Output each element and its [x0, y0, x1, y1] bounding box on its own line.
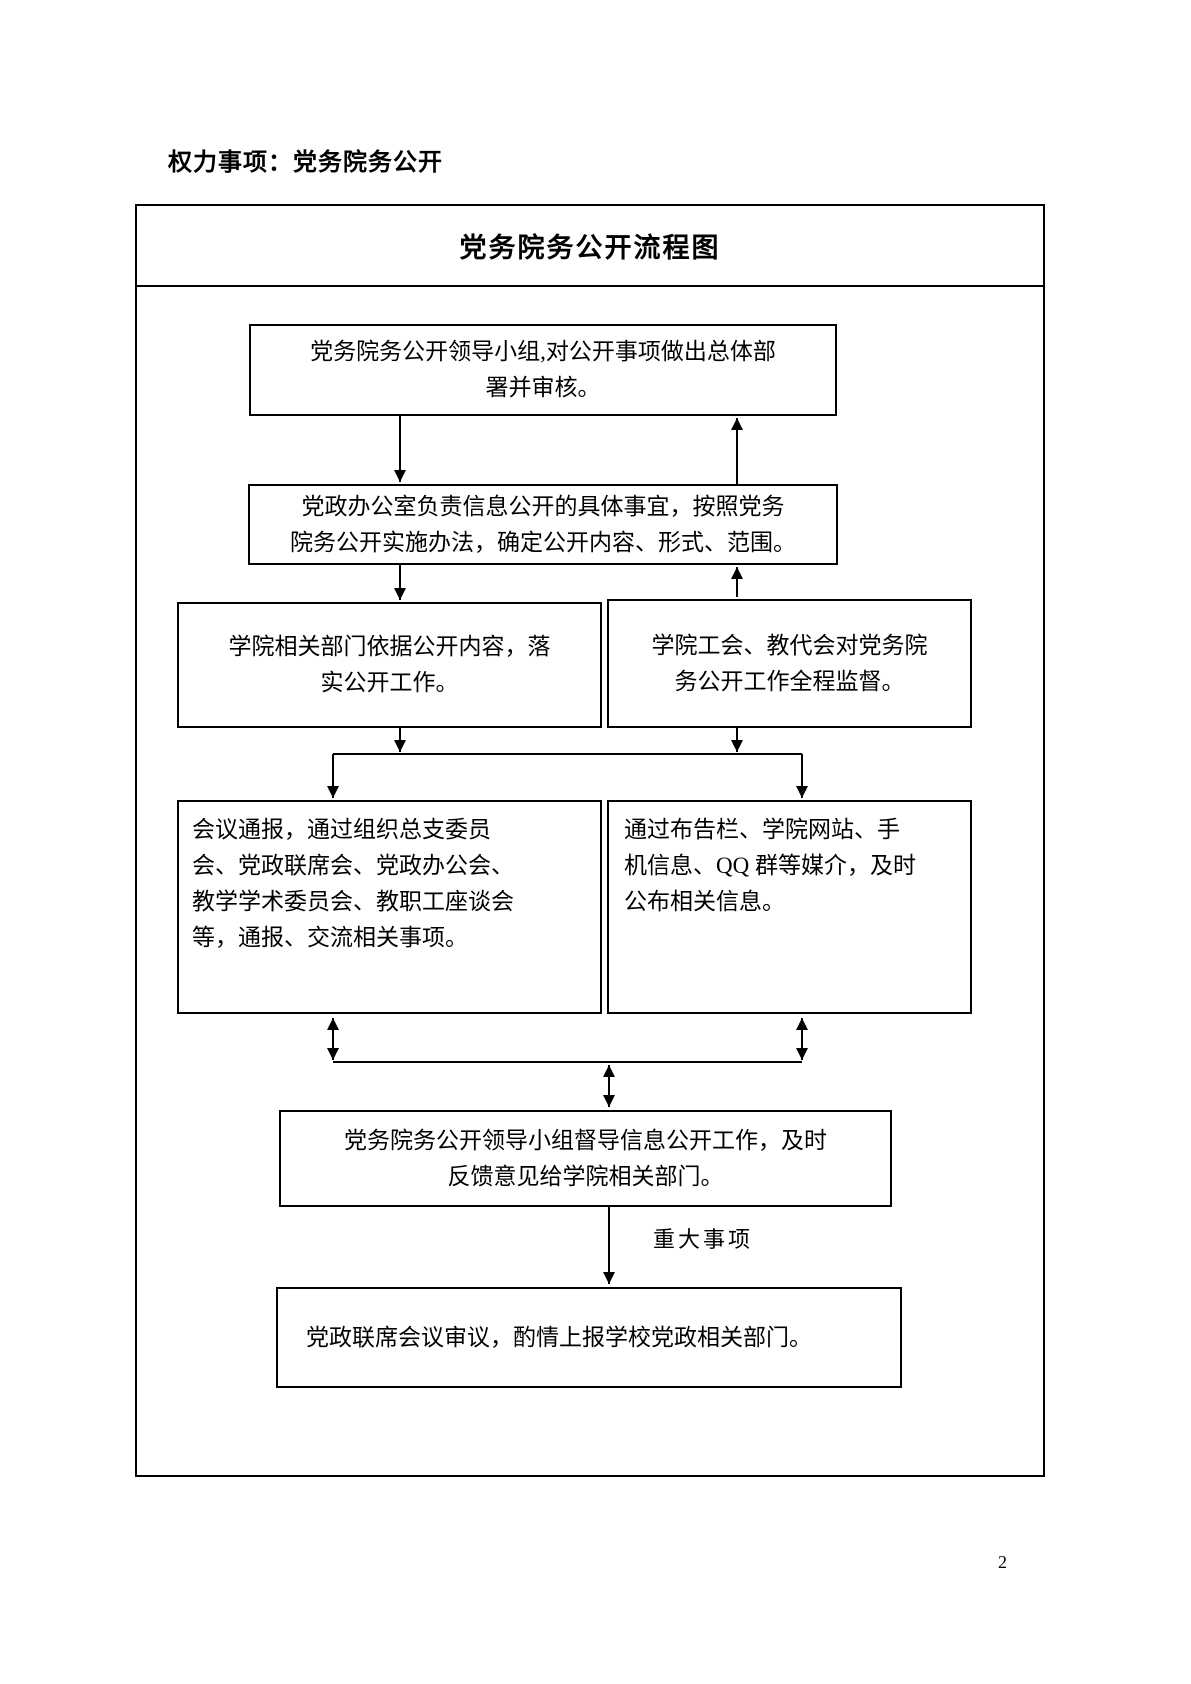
flow-box-feedback: 党务院务公开领导小组督导信息公开工作，及时 反馈意见给学院相关部门。 [279, 1110, 892, 1207]
flow-box-leadership: 党务院务公开领导小组,对公开事项做出总体部 署并审核。 [249, 324, 837, 416]
flowchart-container: 党务院务公开流程图 [135, 204, 1045, 1477]
flow-box-media: 通过布告栏、学院网站、手 机信息、QQ 群等媒介，及时 公布相关信息。 [607, 800, 972, 1014]
page-number: 2 [998, 1552, 1007, 1572]
flow-box-departments: 学院相关部门依据公开内容，落 实公开工作。 [177, 602, 602, 728]
page-heading: 权力事项：党务院务公开 [168, 150, 443, 176]
flow-box-supervision: 学院工会、教代会对党务院 务公开工作全程监督。 [607, 599, 972, 728]
flow-box-office: 党政办公室负责信息公开的具体事宜，按照党务 院务公开实施办法，确定公开内容、形式… [248, 484, 838, 565]
flow-box-joint-meeting: 党政联席会议审议，酌情上报学校党政相关部门。 [276, 1287, 902, 1388]
flow-box-meetings: 会议通报，通过组织总支委员 会、党政联席会、党政办公会、 教学学术委员会、教职工… [177, 800, 602, 1014]
flow-arrows-layer [327, 416, 808, 1284]
flowchart-title: 党务院务公开流程图 [137, 206, 1043, 287]
major-matters-label: 重大事项 [653, 1227, 754, 1252]
